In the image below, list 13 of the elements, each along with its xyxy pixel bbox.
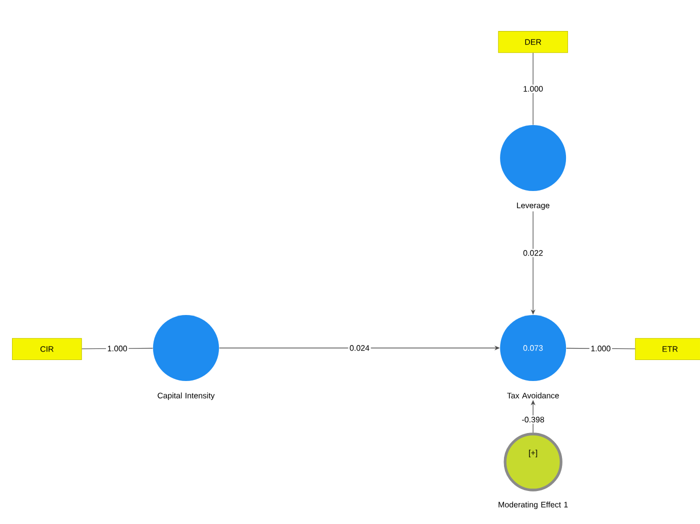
edge-label: 1.000 <box>108 346 127 352</box>
edge-label: -0.398 <box>522 416 544 422</box>
edge-label: 1.000 <box>591 346 610 352</box>
construct-label: Leverage <box>517 202 550 210</box>
construct-label: Moderating Effect 1 <box>498 502 568 510</box>
edge-label: 0.022 <box>523 250 543 256</box>
construct-label: Capital Intensity <box>158 392 215 400</box>
edge-label: 0.024 <box>350 345 370 351</box>
edge-label: 1.000 <box>524 86 543 92</box>
construct-label: Tax Avoidance <box>507 392 559 398</box>
indicator-box: CIR <box>12 338 82 360</box>
indicator-box: ETR <box>635 338 700 360</box>
indicator-box: DER <box>498 31 568 53</box>
